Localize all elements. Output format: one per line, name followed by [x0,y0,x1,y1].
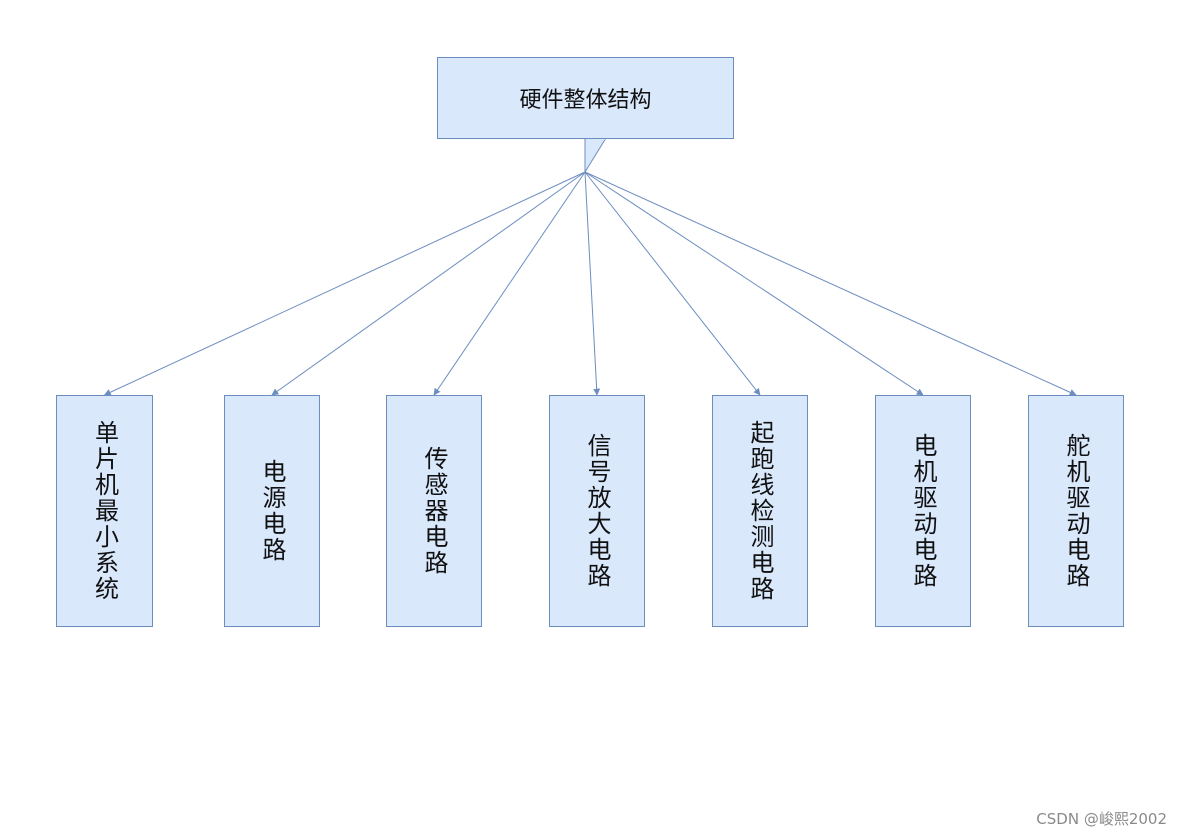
child-node-start-line-detection-circuit[interactable]: 起跑线检测电路 [712,395,808,627]
connector-arrow-6 [584,171,924,396]
child-node-mcu-minimum-system[interactable]: 单片机最小系统 [56,395,153,627]
watermark: CSDN @峻熙2002 [1036,810,1167,828]
connector-arrow-7 [584,171,1077,396]
connector-arrow-1 [103,171,586,396]
root-node[interactable]: 硬件整体结构 [437,57,734,139]
root-node-label: 硬件整体结构 [519,88,652,113]
connector-arrow-3 [433,171,586,396]
child-node-label: 起跑线检测电路 [746,420,774,602]
child-node-servo-drive-circuit[interactable]: 舵机驱动电路 [1028,395,1124,627]
child-node-sensor-circuit[interactable]: 传感器电路 [386,395,482,627]
child-node-label: 信号放大电路 [583,433,611,589]
child-node-power-circuit[interactable]: 电源电路 [224,395,320,627]
child-node-label: 电机驱动电路 [909,433,937,589]
connector-arrow-2 [271,171,586,396]
connector-group [103,171,1077,396]
child-node-label: 舵机驱动电路 [1062,433,1090,589]
connector-arrow-5 [584,171,761,396]
child-node-motor-drive-circuit[interactable]: 电机驱动电路 [875,395,971,627]
child-node-label: 电源电路 [258,459,286,563]
child-node-label: 单片机最小系统 [90,420,119,602]
child-node-label: 传感器电路 [420,446,448,576]
child-node-signal-amplifier-circuit[interactable]: 信号放大电路 [549,395,645,627]
connector-arrow-4 [584,171,601,396]
root-callout-pointer [584,137,607,174]
